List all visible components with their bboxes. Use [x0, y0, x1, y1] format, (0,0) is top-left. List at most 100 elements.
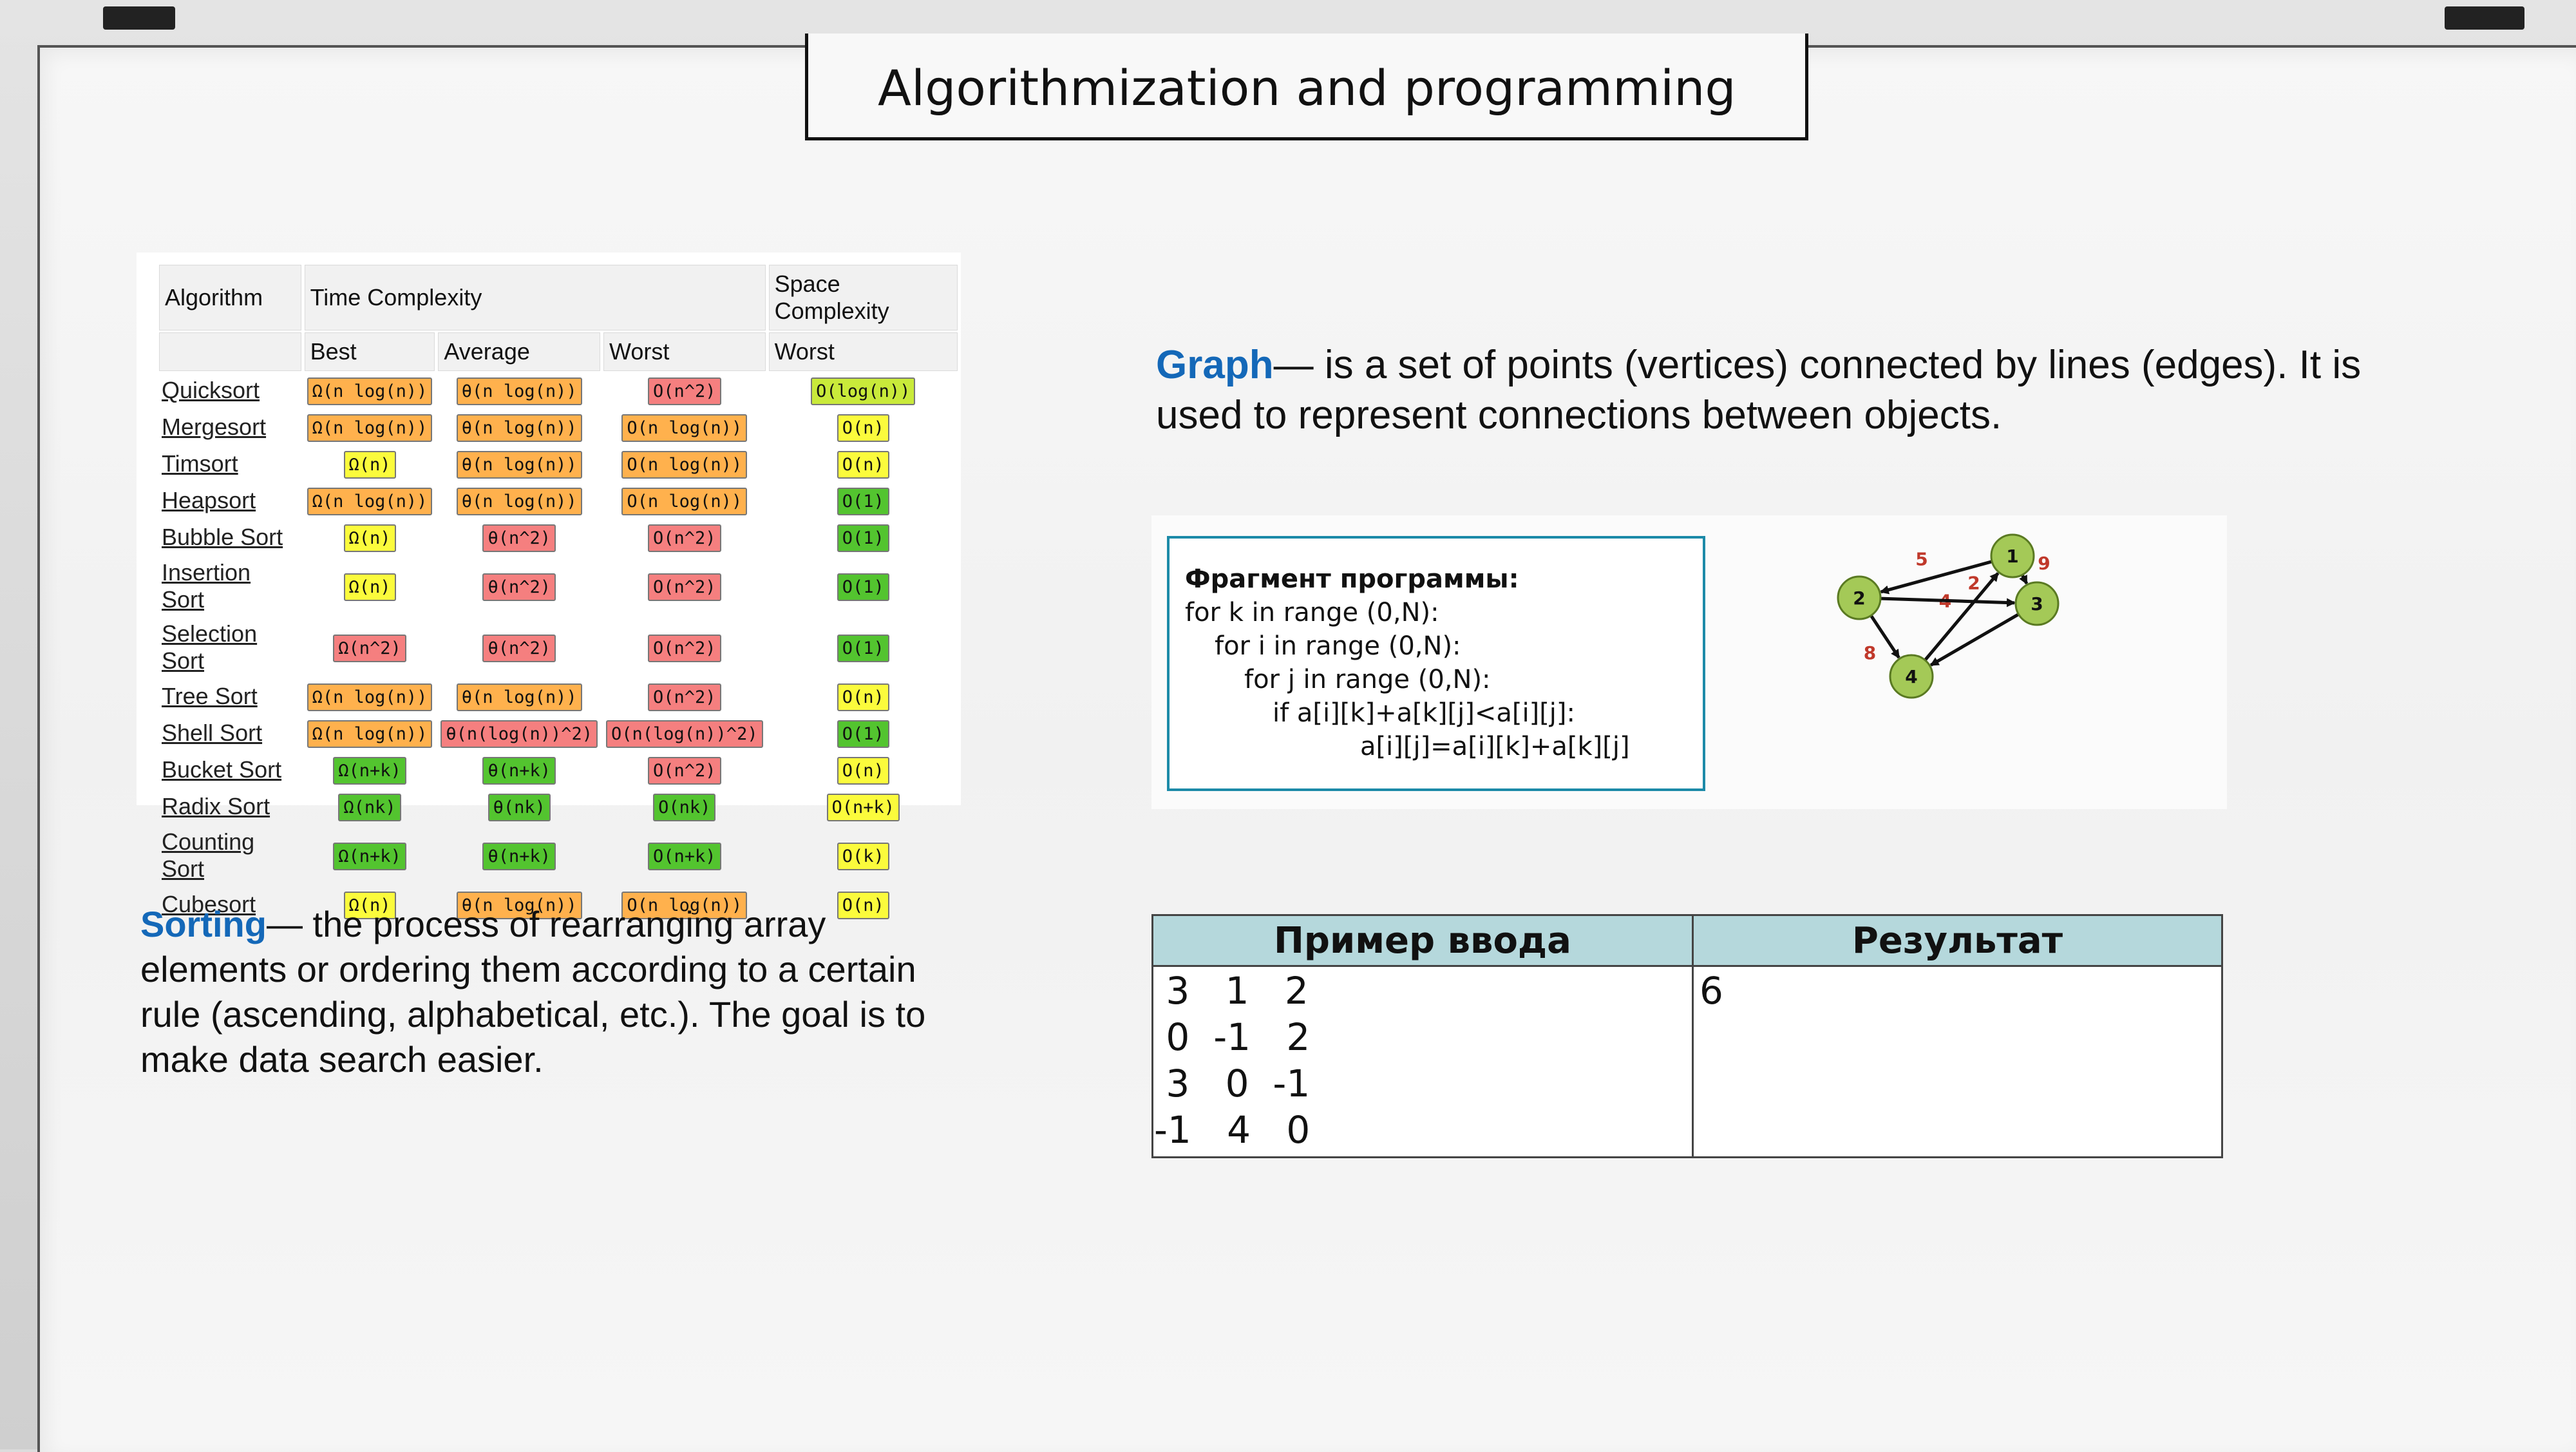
input-line: 3 1 2	[1154, 969, 1309, 1013]
complexity-cell: O(n)	[769, 679, 958, 714]
space-complexity-badge: O(k)	[837, 843, 889, 870]
worst-complexity-badge: O(n^2)	[648, 635, 721, 662]
complexity-cell: O(n)	[769, 887, 958, 922]
input-line: 0 -1 2	[1154, 1015, 1311, 1059]
algorithm-link[interactable]: Radix Sort	[162, 793, 270, 819]
graph-edge	[1870, 615, 1900, 659]
worst-complexity-badge: O(n^2)	[648, 683, 721, 711]
best-complexity-badge: Ω(n log(n))	[307, 720, 433, 748]
worst-complexity-badge: O(n^2)	[648, 377, 721, 405]
algorithm-cell: Timsort	[159, 446, 301, 481]
graph-node	[1990, 533, 2035, 578]
complexity-cell: θ(n^2)	[438, 557, 600, 616]
algorithm-link[interactable]: Tree Sort	[162, 683, 258, 709]
complexity-cell: O(n log(n))	[603, 887, 766, 922]
algorithm-link[interactable]: Selection Sort	[162, 620, 258, 674]
graph-node	[1837, 575, 1882, 620]
worst-complexity-badge: O(n^2)	[648, 757, 721, 785]
algorithm-link[interactable]: Timsort	[162, 450, 238, 477]
average-complexity-badge: θ(n^2)	[482, 573, 556, 601]
average-complexity-badge: θ(n^2)	[482, 524, 556, 552]
algorithm-link[interactable]: Bucket Sort	[162, 756, 282, 783]
complexity-cell: O(log(n))	[769, 373, 958, 408]
average-complexity-badge: θ(nk)	[488, 794, 551, 821]
algorithm-link[interactable]: Quicksort	[162, 377, 260, 403]
algorithm-link[interactable]: Heapsort	[162, 487, 256, 513]
average-complexity-badge: θ(n log(n))	[456, 451, 582, 479]
title-box: Algorithmization and programming	[805, 33, 1808, 140]
space-complexity-badge: O(1)	[837, 573, 889, 601]
table-row: Quicksort Ω(n log(n)) θ(n log(n)) O(n^2) O(l…	[159, 373, 958, 408]
complexity-cell: O(nk)	[603, 789, 766, 824]
complexity-cell: Ω(n+k)	[305, 752, 435, 787]
sorting-definition: Sorting— the process of rearranging arra…	[140, 902, 978, 1082]
complexity-cell: Ω(n log(n))	[305, 716, 435, 750]
best-complexity-badge: Ω(n)	[343, 573, 396, 601]
algorithm-cell: Quicksort	[159, 373, 301, 408]
complexity-cell: Ω(n log(n))	[305, 373, 435, 408]
complexity-cell: O(n^2)	[603, 373, 766, 408]
sorting-definition-text: — the process of rearranging array eleme…	[140, 904, 926, 1080]
complexity-cell: Ω(n)	[305, 887, 435, 922]
algorithm-link[interactable]: Bubble Sort	[162, 524, 283, 550]
best-complexity-badge: Ω(n+k)	[333, 757, 406, 785]
graph-edge	[1929, 613, 2020, 667]
algorithm-link[interactable]: Mergesort	[162, 414, 267, 440]
average-complexity-badge: θ(n+k)	[482, 843, 556, 870]
average-complexity-badge: θ(n log(n))	[456, 377, 582, 405]
complexity-cell: O(n^2)	[603, 752, 766, 787]
average-complexity-badge: θ(n log(n))	[456, 488, 582, 515]
algorithm-link[interactable]: Cubesort	[162, 891, 256, 917]
header-time-complexity: Time Complexity	[304, 265, 766, 330]
graph-panel: Фрагмент программы: for k in range (0,N)…	[1151, 515, 2227, 809]
best-complexity-badge: Ω(n)	[343, 524, 396, 552]
algorithm-link[interactable]: Insertion Sort	[162, 559, 251, 613]
best-complexity-badge: Ω(n+k)	[333, 843, 406, 870]
space-complexity-badge: O(1)	[837, 524, 889, 552]
complexity-cell: θ(n(log(n))^2)	[438, 716, 600, 750]
space-complexity-badge: O(n+k)	[826, 794, 900, 821]
complexity-cell: θ(n+k)	[438, 752, 600, 787]
average-complexity-badge: θ(n log(n))	[456, 683, 582, 711]
algorithm-link[interactable]: Shell Sort	[162, 720, 263, 746]
algorithm-link[interactable]: Counting Sort	[162, 828, 255, 882]
input-line: 3 0 -1	[1154, 1062, 1311, 1105]
algorithm-cell: Bucket Sort	[159, 752, 301, 787]
algorithm-cell: Cubesort	[159, 887, 301, 922]
complexity-cell: O(n log(n))	[603, 410, 766, 444]
complexity-cell: θ(n log(n))	[438, 446, 600, 481]
space-complexity-badge: O(1)	[837, 720, 889, 748]
complexity-cell: O(n log(n))	[603, 446, 766, 481]
average-complexity-badge: θ(n^2)	[482, 635, 556, 662]
header-space-complexity: Space Complexity	[768, 265, 958, 330]
complexity-cell: O(n log(n))	[603, 483, 766, 518]
edge-weight-label: 8	[1864, 642, 1876, 664]
code-line: for j in range (0,N):	[1244, 665, 1491, 694]
algorithm-cell: Counting Sort	[159, 826, 301, 885]
edge-weight-label: 9	[2038, 553, 2050, 574]
average-complexity-badge: θ(n+k)	[482, 757, 556, 785]
worst-complexity-badge: O(nk)	[653, 794, 716, 821]
complexity-cell: θ(n log(n))	[438, 679, 600, 714]
algorithm-cell: Bubble Sort	[159, 520, 301, 555]
complexity-cell: θ(n^2)	[438, 618, 600, 677]
algorithm-cell: Radix Sort	[159, 789, 301, 824]
best-complexity-badge: Ω(n)	[343, 451, 396, 479]
board-clip-left	[103, 6, 175, 30]
worst-complexity-badge: O(n^2)	[648, 573, 721, 601]
graph-edge	[1880, 597, 2016, 607]
worst-complexity-badge: O(n log(n))	[621, 488, 748, 515]
complexity-cell: θ(n log(n))	[438, 410, 600, 444]
complexity-cell: θ(n log(n))	[438, 373, 600, 408]
result-header: Результат	[1692, 914, 2223, 967]
graph-edge	[1879, 560, 1993, 595]
header-empty	[159, 332, 301, 371]
result-value: 6	[1700, 969, 1723, 1013]
best-complexity-badge: Ω(n log(n))	[307, 414, 433, 442]
